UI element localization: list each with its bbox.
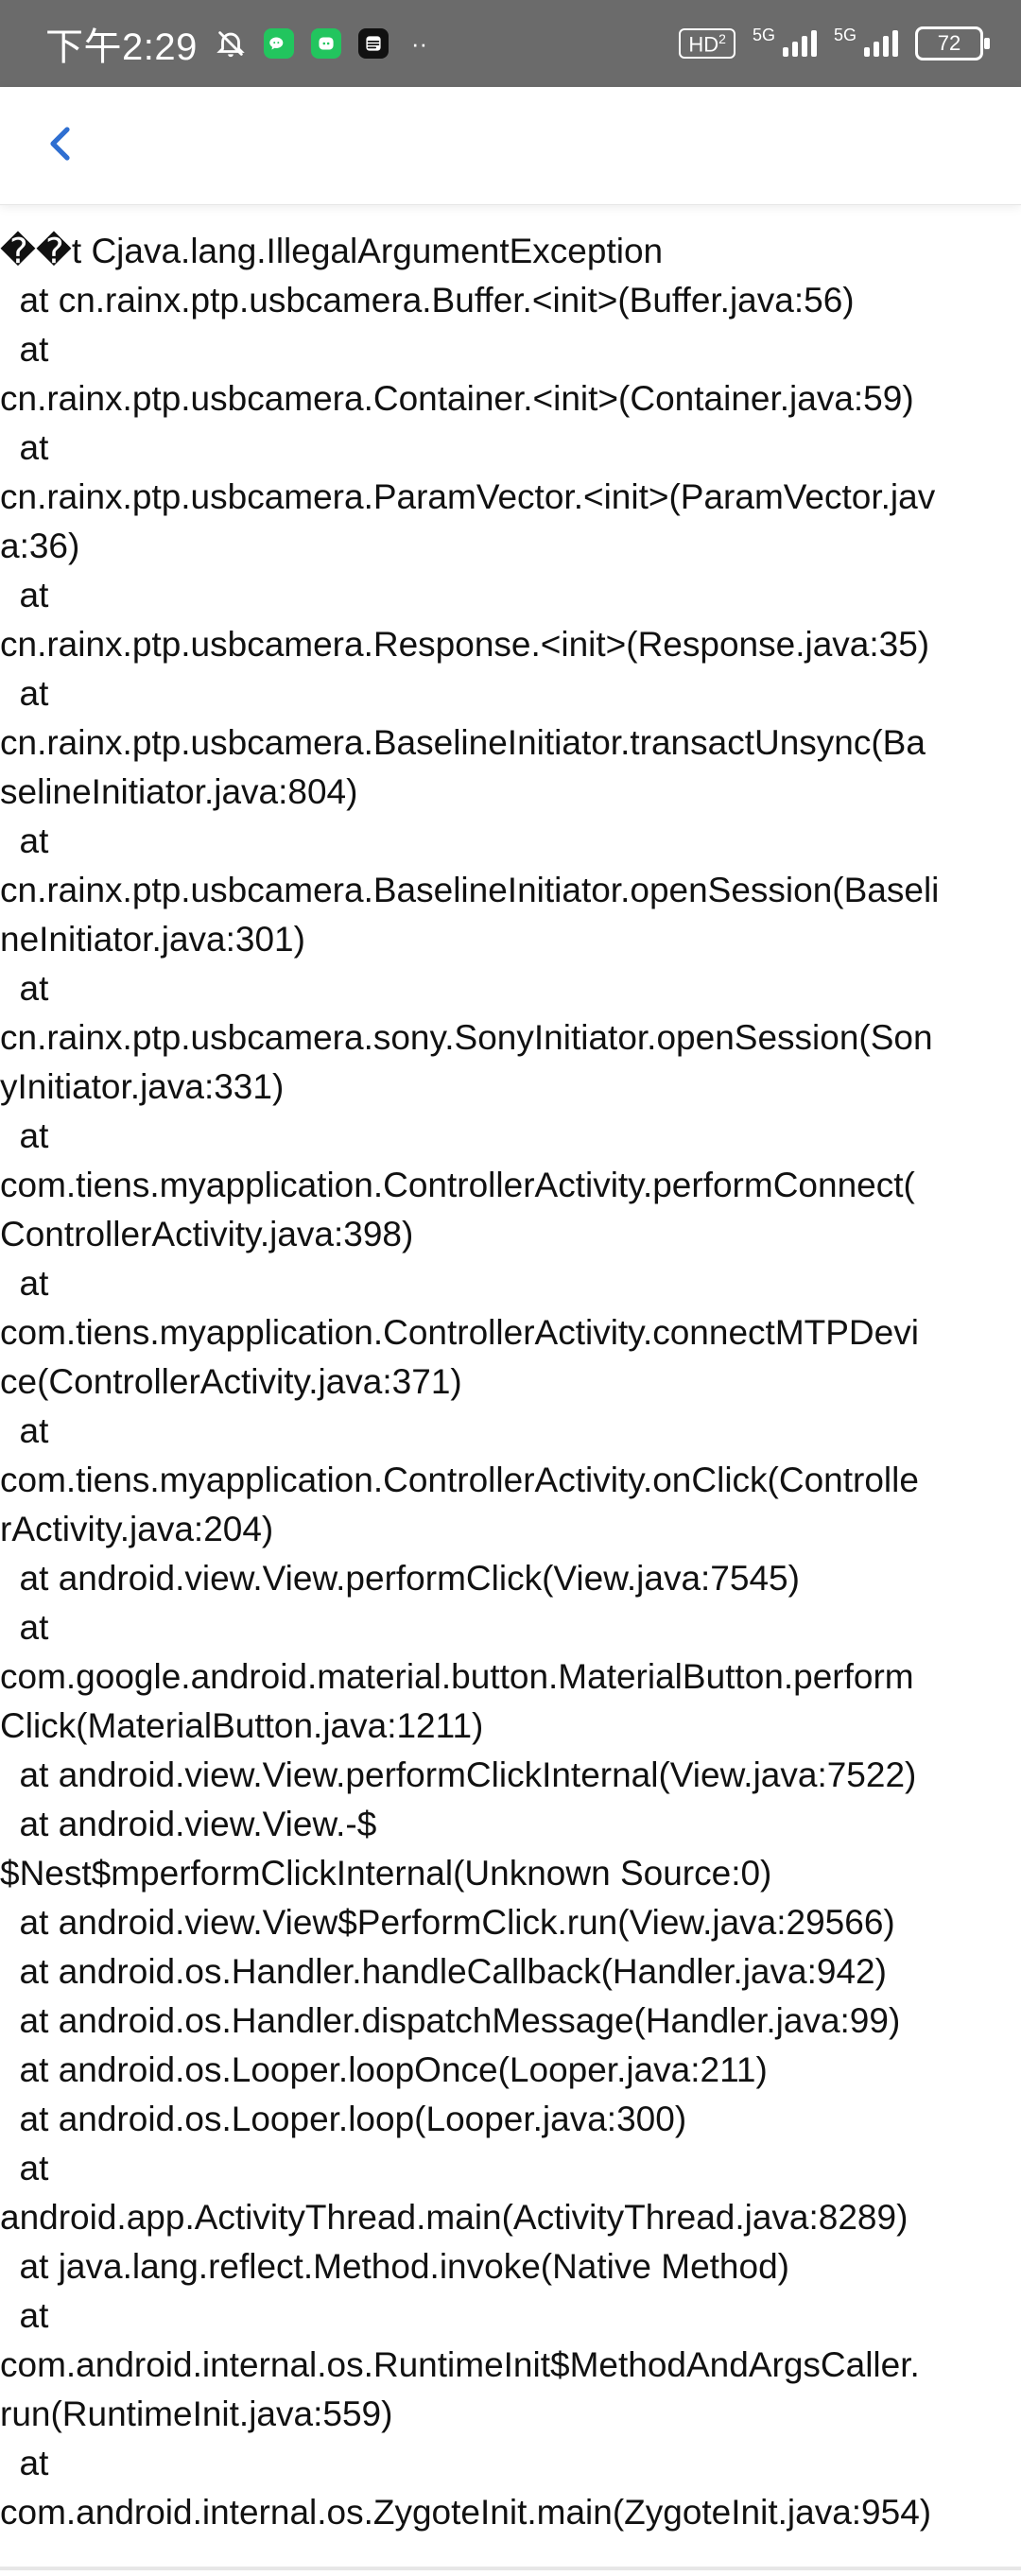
stacktrace-line: at android.os.Handler.dispatchMessage(Ha…	[0, 2001, 901, 2040]
stacktrace-line: $Nest$mperformClickInternal(Unknown Sour…	[0, 1854, 772, 1893]
stacktrace-line: at android.os.Handler.handleCallback(Han…	[0, 1952, 887, 1991]
stacktrace-line: cn.rainx.ptp.usbcamera.Container.<init>(…	[0, 379, 914, 418]
hd-label: HD	[688, 32, 719, 57]
signal-1: 5G	[753, 26, 817, 57]
stacktrace-line: ControllerActivity.java:398)	[0, 1215, 414, 1253]
stacktrace-line: com.google.android.material.button.Mater…	[0, 1657, 914, 1696]
stacktrace-line: at android.view.View.-$	[0, 1805, 377, 1843]
stacktrace-line: rActivity.java:204)	[0, 1510, 274, 1548]
stacktrace-line: at	[0, 969, 49, 1008]
stacktrace-line: Click(MaterialButton.java:1211)	[0, 1706, 484, 1745]
stacktrace-line: com.tiens.myapplication.ControllerActivi…	[0, 1461, 919, 1499]
chevron-left-icon	[38, 121, 83, 171]
stacktrace-line: ce(ControllerActivity.java:371)	[0, 1362, 462, 1401]
stacktrace-line: at	[0, 2444, 49, 2482]
stacktrace-line: a:36)	[0, 527, 80, 565]
status-left: 下午2:29	[45, 0, 427, 87]
stacktrace-line: cn.rainx.ptp.usbcamera.BaselineInitiator…	[0, 723, 926, 762]
app-bar	[0, 87, 1021, 205]
stacktrace-line: at	[0, 1608, 49, 1647]
stacktrace-line: cn.rainx.ptp.usbcamera.BaselineInitiator…	[0, 871, 940, 909]
signal-1-bar-1	[782, 47, 788, 57]
stacktrace-line: at	[0, 1264, 49, 1303]
stacktrace-line: cn.rainx.ptp.usbcamera.Response.<init>(R…	[0, 625, 930, 664]
battery-indicator: 72	[915, 26, 990, 61]
green-app-icon	[310, 28, 341, 59]
stacktrace-line: com.tiens.myapplication.ControllerActivi…	[0, 1313, 919, 1352]
stacktrace-line: at java.lang.reflect.Method.invoke(Nativ…	[0, 2247, 789, 2286]
hd-sub: 2	[718, 30, 726, 46]
do-not-disturb-icon	[215, 27, 247, 60]
stacktrace-line: at	[0, 674, 49, 713]
stacktrace-line: at	[0, 1411, 49, 1450]
stacktrace-line: at android.view.View.performClickInterna…	[0, 1755, 917, 1794]
signal-1-bar-3	[801, 36, 807, 57]
stacktrace-line: at	[0, 821, 49, 860]
status-right: HD2 5G 5G 72	[679, 0, 990, 87]
dark-app-icon	[357, 28, 389, 59]
status-more-dots: ··	[410, 28, 428, 58]
stacktrace-line: com.android.internal.os.RuntimeInit$Meth…	[0, 2345, 920, 2384]
stacktrace-line: run(RuntimeInit.java:559)	[0, 2394, 393, 2433]
wechat-app-icon	[263, 28, 294, 59]
stacktrace-line: ��t Cjava.lang.IllegalArgumentException	[0, 232, 664, 270]
stacktrace-line: at cn.rainx.ptp.usbcamera.Buffer.<init>(…	[0, 281, 855, 320]
stacktrace-line: at	[0, 2296, 49, 2335]
signal-2: 5G	[834, 26, 898, 57]
stacktrace-line: cn.rainx.ptp.usbcamera.ParamVector.<init…	[0, 477, 936, 516]
stacktrace-line: at android.view.View.performClick(View.j…	[0, 1559, 800, 1598]
stacktrace-line: selineInitiator.java:804)	[0, 772, 358, 811]
signal-2-bar-2	[874, 42, 879, 57]
stacktrace-line: at	[0, 576, 49, 614]
stacktrace-line: neInitiator.java:301)	[0, 920, 305, 959]
signal-1-label: 5G	[752, 26, 775, 44]
bottom-divider	[0, 2567, 1021, 2570]
battery-level: 72	[937, 31, 961, 55]
signal-2-label: 5G	[833, 26, 857, 44]
signal-1-bar-4	[810, 30, 817, 57]
status-bar: 下午2:29	[0, 0, 1021, 87]
stacktrace-line: at android.os.Looper.loopOnce(Looper.jav…	[0, 2050, 768, 2089]
stacktrace-line: android.app.ActivityThread.main(Activity…	[0, 2198, 909, 2237]
stacktrace-line: at android.os.Looper.loop(Looper.java:30…	[0, 2100, 687, 2138]
stacktrace-line: at android.view.View$PerformClick.run(Vi…	[0, 1903, 895, 1942]
signal-2-bar-1	[864, 47, 870, 57]
stacktrace-line: at	[0, 330, 49, 369]
stacktrace-line: com.android.internal.os.ZygoteInit.main(…	[0, 2493, 932, 2532]
back-button[interactable]	[25, 110, 96, 182]
status-time: 下午2:29	[45, 26, 198, 68]
stacktrace-line: yInitiator.java:331)	[0, 1067, 285, 1106]
stacktrace-line: at	[0, 2149, 49, 2187]
hd-badge: HD2	[679, 27, 735, 60]
stacktrace-line: cn.rainx.ptp.usbcamera.sony.SonyInitiato…	[0, 1018, 933, 1057]
stacktrace-line: com.tiens.myapplication.ControllerActivi…	[0, 1166, 915, 1204]
stacktrace-content: ��t Cjava.lang.IllegalArgumentException …	[0, 227, 1021, 2537]
signal-2-bar-3	[883, 36, 889, 57]
signal-2-bar-4	[892, 30, 898, 57]
signal-1-bar-2	[791, 42, 798, 57]
stacktrace-line: at	[0, 428, 49, 467]
stacktrace-line: at	[0, 1116, 49, 1155]
